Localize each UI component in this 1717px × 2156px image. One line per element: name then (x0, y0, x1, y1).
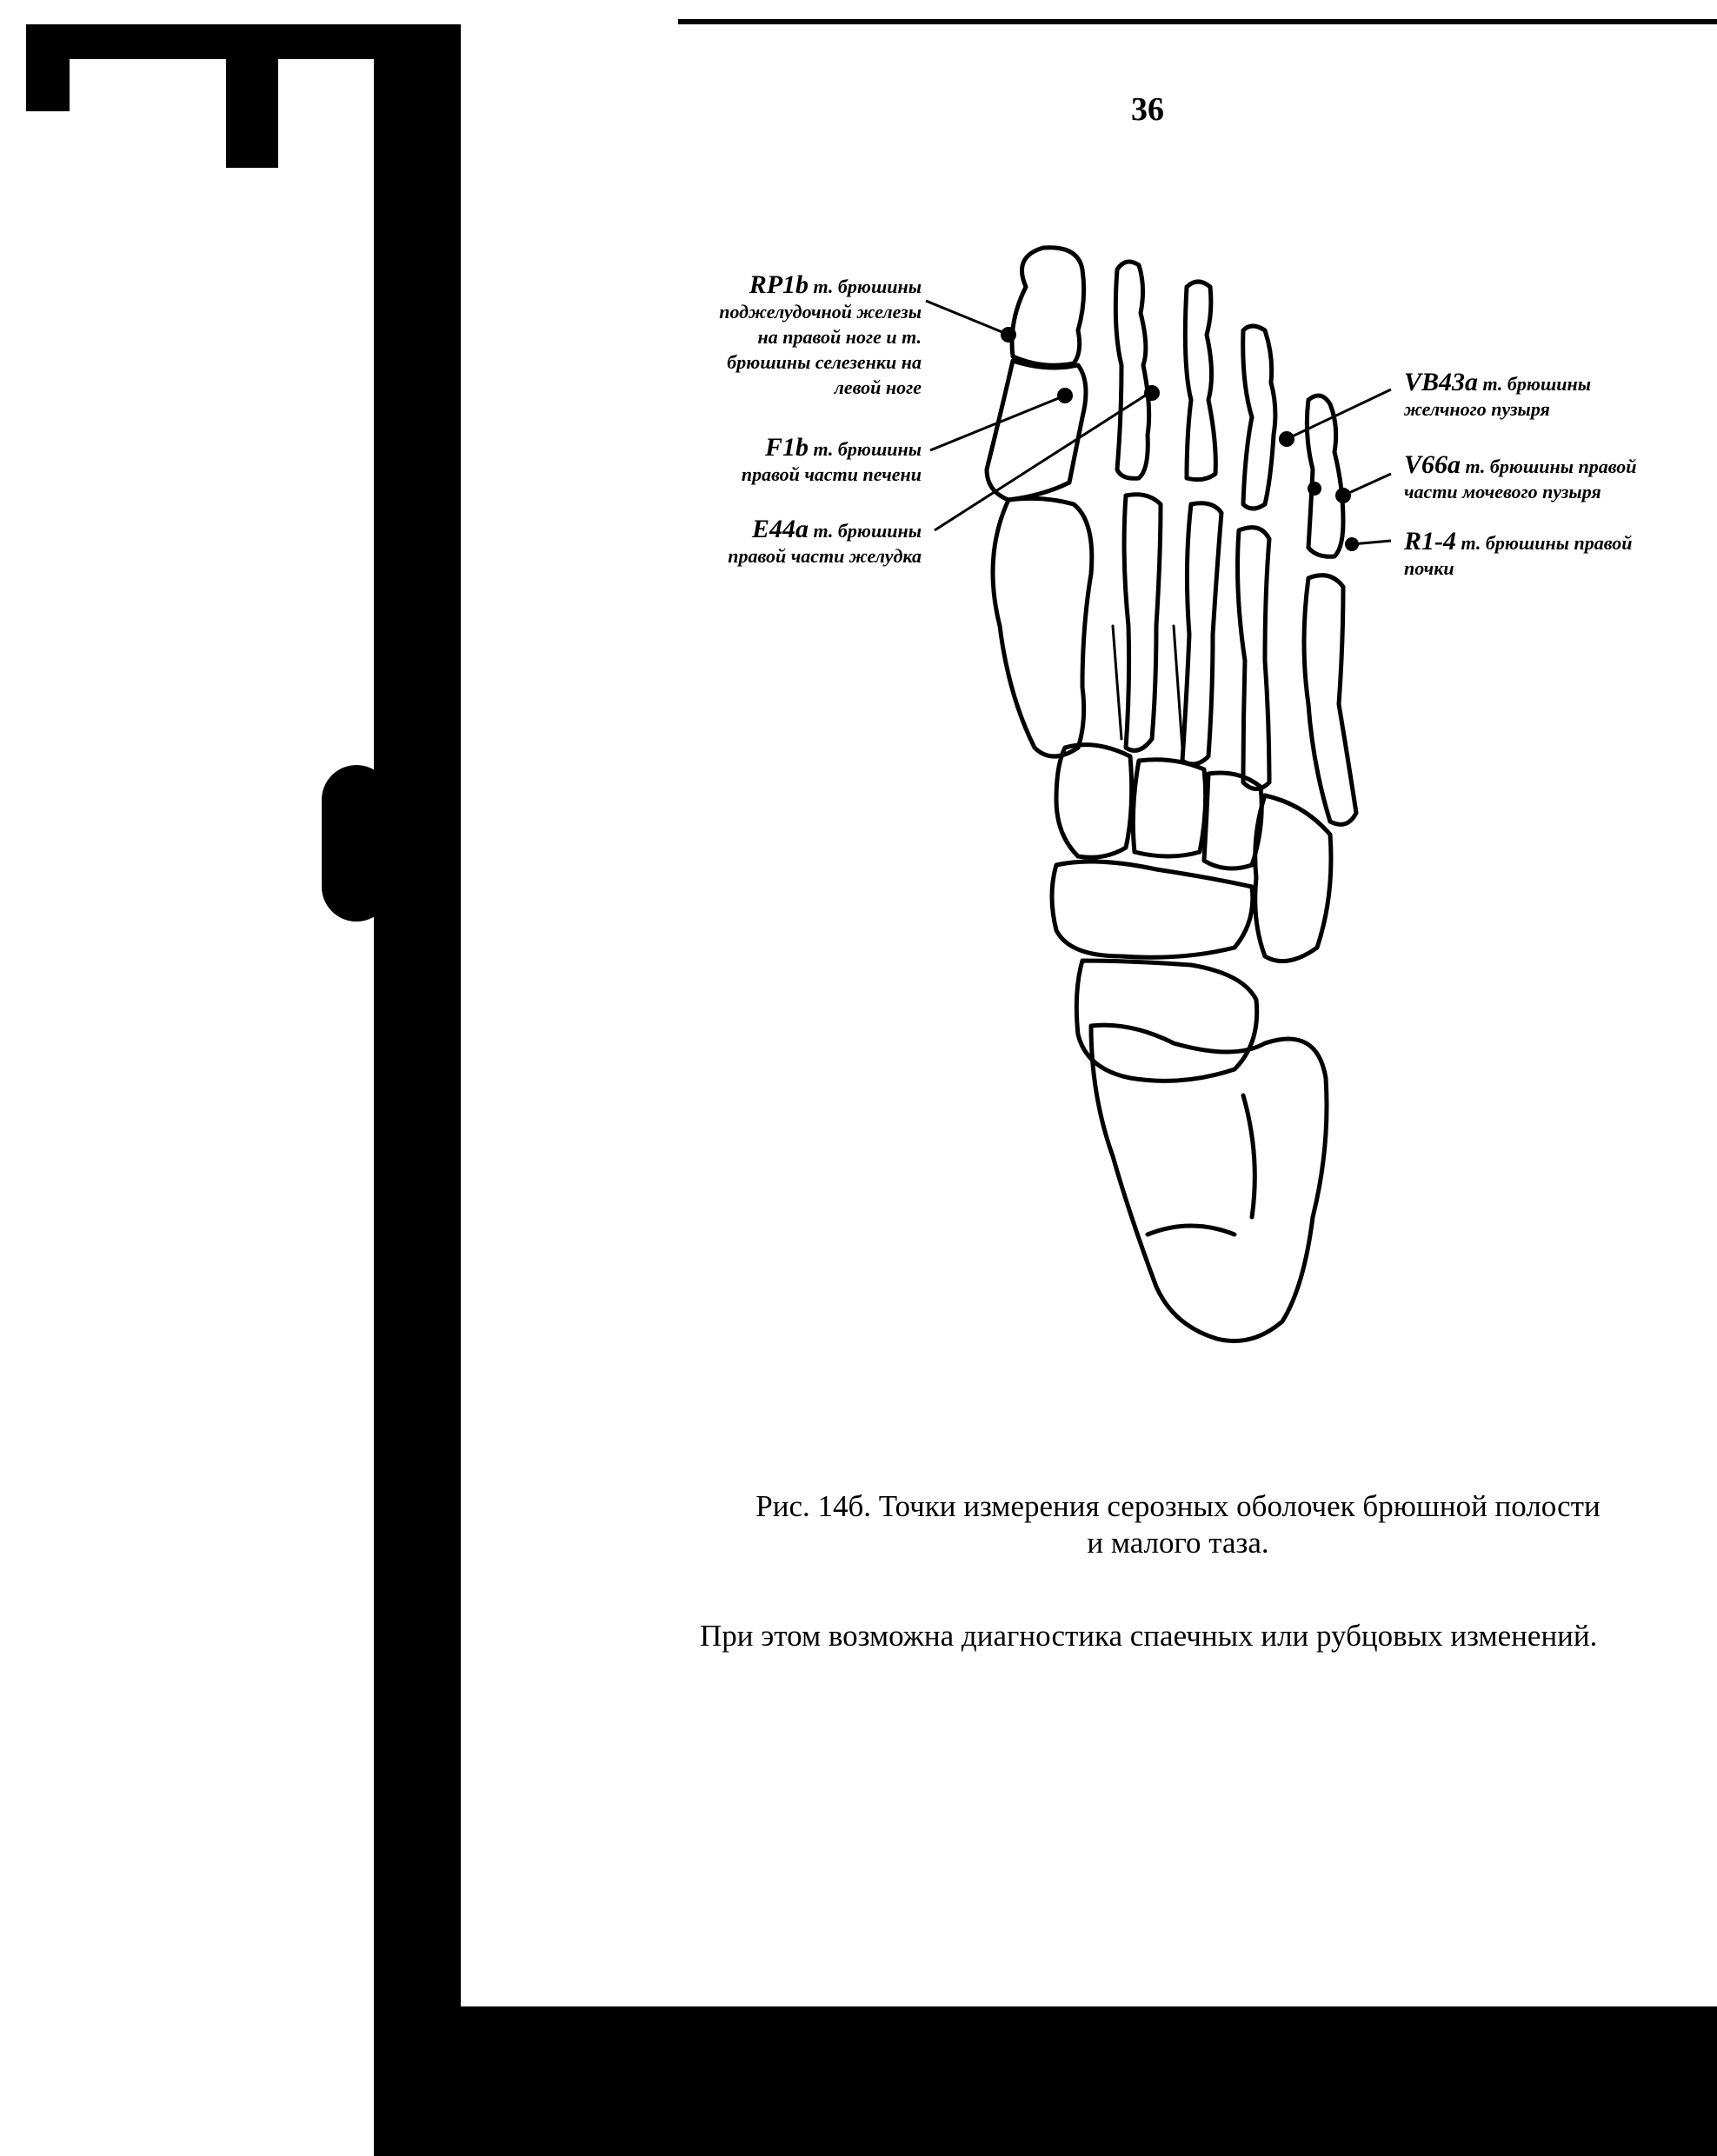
label-line: части мочевого пузыря (1404, 481, 1601, 502)
scan-left-blot (322, 765, 391, 922)
bone-hallux-distal (1009, 245, 1087, 368)
label-line: желчного пузыря (1404, 398, 1550, 420)
point-v66a-2 (1308, 482, 1321, 496)
bone-toe3 (1182, 279, 1218, 482)
figure-caption: Рис. 14б. Точки измерения серозных оболо… (687, 1488, 1669, 1561)
point-f1b (1057, 388, 1073, 403)
bone-cuboid (1253, 793, 1334, 964)
scan-left-edge (374, 24, 461, 2156)
label-line: т. брюшины (813, 520, 922, 542)
point-rp1b (1001, 327, 1016, 343)
scan-bottom-band (374, 2006, 1717, 2156)
label-line: т. брюшины (1482, 373, 1591, 395)
label-code: F1b (765, 433, 809, 462)
label-rp1b: RP1b т. брюшины поджелудочной железы на … (643, 272, 922, 400)
label-v66a: V66a т. брюшины правой части мочевого пу… (1404, 452, 1708, 504)
book-page (461, 24, 1717, 2006)
bone-metatarsal-2 (1121, 492, 1163, 753)
label-r1-4: R1-4 т. брюшины правой почки (1404, 529, 1708, 581)
bone-lateral-cuneiform (1201, 770, 1264, 871)
label-code: V66a (1404, 450, 1461, 479)
label-code: VB43a (1404, 368, 1479, 396)
label-line: т. брюшины (813, 438, 922, 460)
label-line: левой ноге (834, 376, 922, 398)
label-vb43a: VB43a т. брюшины желчного пузыря (1404, 369, 1691, 422)
label-f1b: F1b т. брюшины правой части печени (661, 435, 922, 487)
label-code: RP1b (749, 270, 809, 299)
caption-line-1: Рис. 14б. Точки измерения серозных оболо… (755, 1489, 1601, 1523)
bone-medial-cuneiform (1054, 742, 1135, 860)
label-line: т. брюшины правой (1461, 532, 1633, 554)
bone-calcaneus (1088, 1022, 1329, 1343)
label-line: брюшины селезенки на (727, 351, 922, 373)
bone-toe4 (1241, 323, 1278, 511)
bone-hallux-proximal (984, 358, 1088, 502)
point-v66a (1335, 488, 1351, 503)
body-paragraph: При этом возможна диагностика спаечных и… (700, 1619, 1598, 1653)
label-e44a: E44a т. брюшины правой части желудка (643, 516, 922, 569)
bone-toe5 (1304, 393, 1346, 559)
scan-top-left-block (26, 24, 496, 59)
label-line: поджелудочной железы (719, 301, 922, 323)
bone-metatarsal-4 (1235, 525, 1272, 791)
label-line: правой части печени (741, 463, 922, 485)
bone-metatarsal-1 (990, 496, 1095, 759)
point-e44a (1144, 385, 1160, 401)
label-code: R1-4 (1404, 527, 1456, 556)
label-code: E44a (752, 515, 809, 543)
scan-top-left-notch (226, 59, 278, 168)
label-line: правой части желудка (728, 545, 922, 567)
bone-navicular (1049, 859, 1255, 960)
label-line: т. брюшины (813, 276, 922, 297)
bone-metatarsal-5 (1301, 573, 1359, 827)
point-vb43a (1279, 431, 1294, 447)
bone-toe2 (1113, 259, 1152, 481)
page-number: 36 (1131, 91, 1164, 128)
label-line: на правой ноге и т. (757, 326, 922, 348)
point-r1-4 (1345, 537, 1359, 551)
label-line: почки (1404, 557, 1454, 579)
scan-top-left-corner (26, 59, 70, 111)
caption-line-2: и малого таза. (1087, 1526, 1269, 1560)
bone-metatarsal-3 (1180, 501, 1224, 767)
label-line: т. брюшины правой (1465, 456, 1637, 477)
bone-intermediate-cuneiform (1130, 757, 1208, 859)
bone-talus (1074, 958, 1260, 1083)
